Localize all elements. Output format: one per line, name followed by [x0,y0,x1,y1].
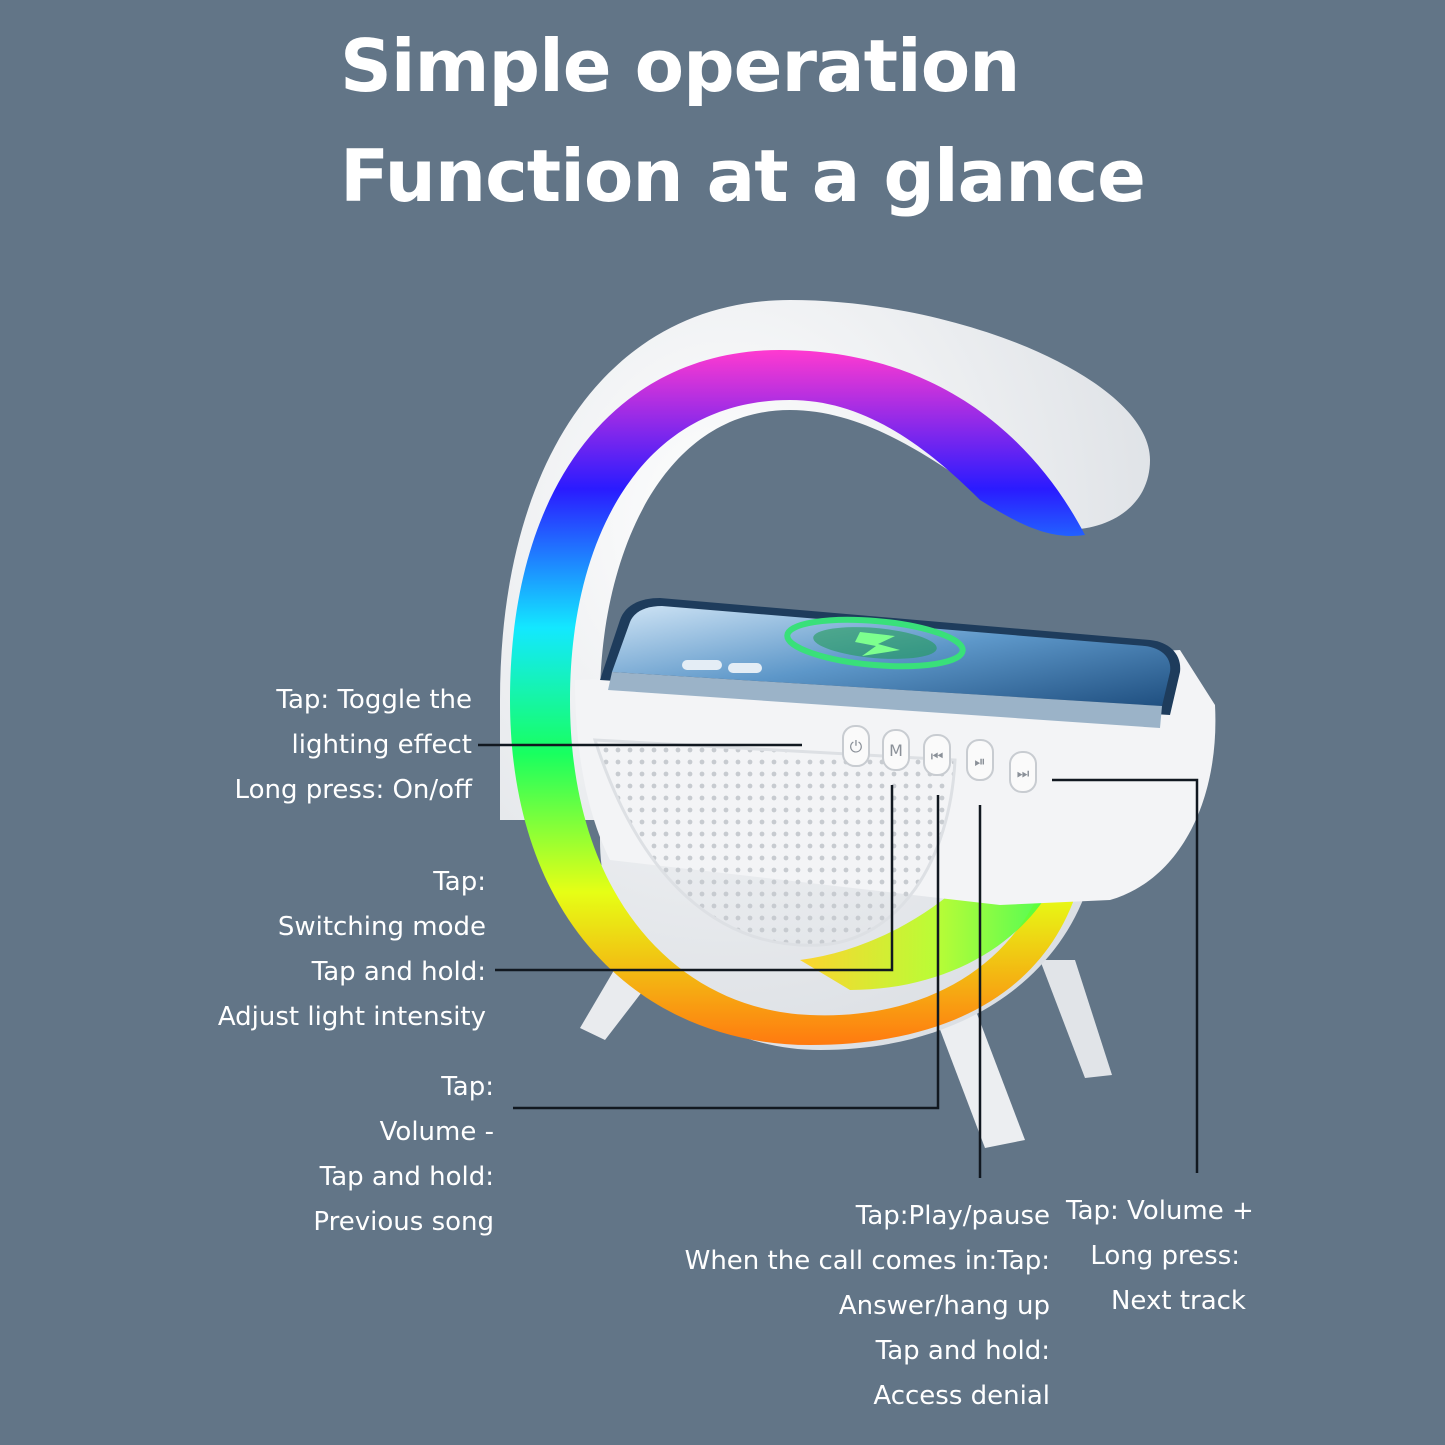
callout-power-line: Long press: On/off [234,775,472,805]
mode-button[interactable]: M [882,729,910,771]
callout-power: Tap: Toggle the lighting effect Long pre… [235,678,472,813]
leader-line-prev [513,795,940,1110]
callout-next-line: Tap: Volume + [1066,1196,1254,1226]
leader-line-next [1052,778,1199,1173]
previous-icon: ⏮ [931,749,944,765]
leader-line-mode [495,785,894,972]
power-button[interactable]: ⏻ [842,725,870,767]
callout-prev-line: Tap: [441,1072,494,1102]
lightning-icon [855,632,900,656]
callout-mode-line: Tap and hold: [311,957,486,987]
leg-back-right [1040,960,1112,1078]
callout-next: Tap: Volume + Long press: Next track [1066,1189,1328,1324]
callout-play: Tap:Play/pause When the call comes in:Ta… [685,1194,1050,1419]
callout-prev: Tap: Volume - Tap and hold: Previous son… [313,1065,494,1245]
callout-prev-line: Tap and hold: [319,1162,494,1192]
leg-front [925,990,1025,1148]
next-icon: ⏭ [1017,766,1030,782]
previous-button[interactable]: ⏮ [923,734,951,776]
callout-mode-line: Switching mode [277,912,486,942]
callout-prev-line: Previous song [313,1207,494,1237]
callout-play-line: Answer/hang up [838,1291,1050,1321]
next-button[interactable]: ⏭ [1009,751,1037,793]
play-pause-icon: ⏯ [974,754,985,770]
callout-prev-line: Volume - [379,1117,494,1147]
speaker-grille-edge [592,738,957,947]
title-line-2: Function at a glance [340,134,1146,218]
callout-mode-line: Adjust light intensity [217,1002,486,1032]
mode-letter: M [889,741,903,760]
callout-next-line: Long press: [1090,1241,1240,1271]
power-icon: ⏻ [850,737,863,756]
callout-next-line: Next track [1110,1286,1246,1316]
callout-mode-line: Tap: [433,867,486,897]
callout-play-line: Tap and hold: [875,1336,1050,1366]
callout-mode: Tap: Switching mode Tap and hold: Adjust… [218,860,486,1040]
callout-power-line: Tap: Toggle the [276,685,472,715]
callout-play-line: Access denial [873,1381,1050,1411]
callout-power-line: lighting effect [291,730,473,760]
callout-play-line: When the call comes in:Tap: [684,1246,1050,1276]
play-pause-button[interactable]: ⏯ [966,739,994,781]
callout-play-line: Tap:Play/pause [855,1201,1050,1231]
title-line-1: Simple operation [340,24,1020,108]
